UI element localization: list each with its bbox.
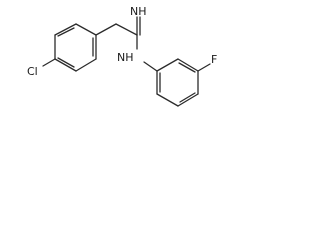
- imine-label: NH: [130, 5, 147, 18]
- bond: [54, 23, 77, 36]
- structure-diagram: Cl NH NH F: [27, 5, 217, 107]
- atom-labels: Cl NH NH F: [27, 5, 217, 78]
- bond: [95, 23, 117, 36]
- double-bond-inner: [57, 57, 75, 68]
- bond: [156, 58, 179, 72]
- bonds: [42, 16, 211, 107]
- bond: [177, 58, 199, 72]
- double-bond-inner: [178, 62, 196, 73]
- bond: [42, 58, 56, 67]
- double-bond-inner: [179, 92, 196, 103]
- double-bond-inner: [57, 27, 75, 37]
- bond: [177, 93, 199, 107]
- bond: [143, 61, 158, 72]
- chlorine-label: Cl: [27, 65, 38, 78]
- bond: [115, 23, 138, 36]
- fluorine-label: F: [211, 53, 217, 66]
- bond: [75, 58, 97, 72]
- amine-label: NH: [117, 51, 134, 64]
- bond: [197, 63, 211, 72]
- bond: [54, 58, 77, 72]
- bond: [156, 93, 179, 107]
- bond: [75, 23, 97, 36]
